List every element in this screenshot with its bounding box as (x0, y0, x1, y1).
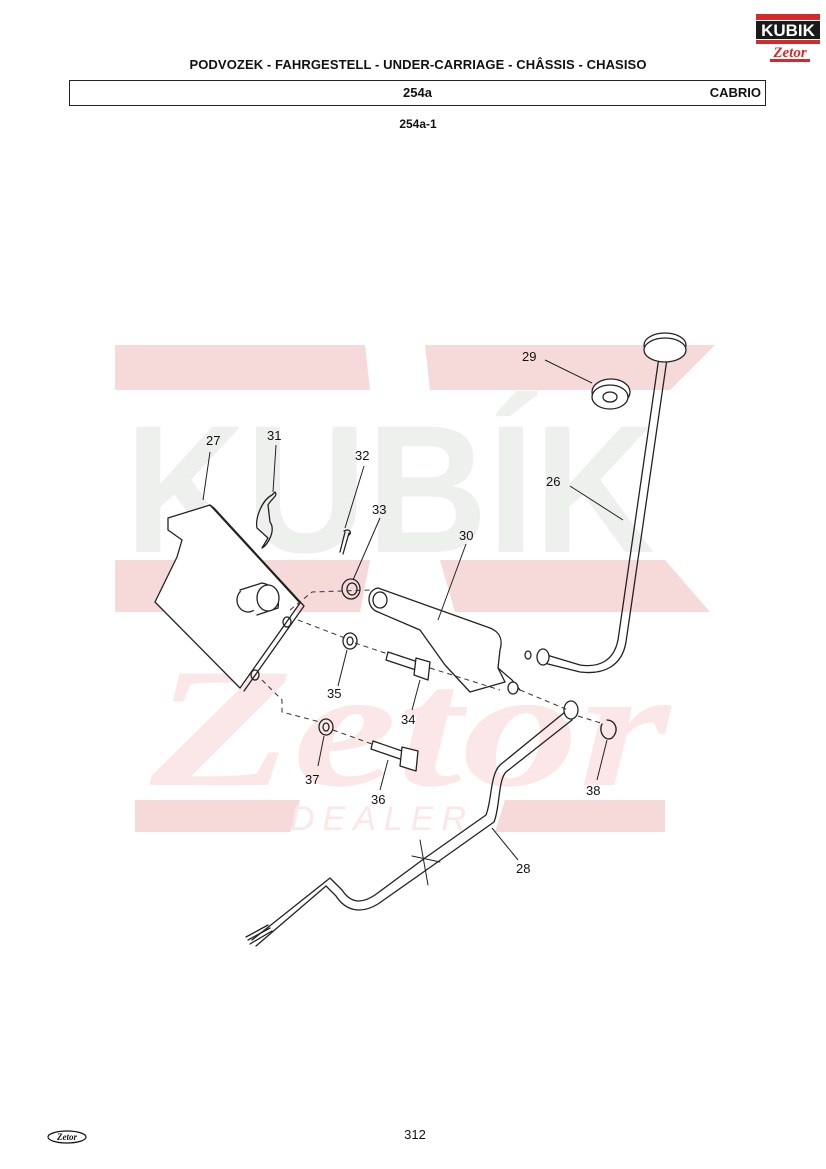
footer-zetor-logo: Zetor (47, 1130, 87, 1144)
callout-34: 34 (401, 712, 415, 727)
callout-33: 33 (372, 502, 386, 517)
callout-38: 38 (586, 783, 600, 798)
watermark-dealer-text: DEALER (290, 800, 474, 838)
circlip-part-38 (600, 719, 617, 740)
callout-26: 26 (546, 474, 560, 489)
subsection-code: 254a-1 (399, 117, 437, 131)
callout-32: 32 (355, 448, 369, 463)
callout-27: 27 (206, 433, 220, 448)
cotter-pin-part-32 (339, 529, 351, 555)
bolt-part-36 (370, 740, 406, 761)
logo-zetor-text: Zetor (772, 45, 806, 61)
section-header-box: 254a CABRIO (69, 80, 766, 106)
bolt-part-34 (385, 651, 419, 671)
logo-kubik-text: KUBIK (761, 21, 816, 40)
washer-part-33 (341, 578, 361, 600)
lever-arm-part-30 (368, 587, 506, 693)
variant-label: CABRIO (709, 85, 761, 100)
callout-29: 29 (522, 349, 536, 364)
pedal-rod-part-26 (539, 349, 669, 674)
page-title: PODVOZEK - FAHRGESTELL - UNDER-CARRIAGE … (189, 57, 647, 72)
callout-37: 37 (305, 772, 319, 787)
spring-clip-part-31 (256, 491, 277, 549)
callout-36: 36 (371, 792, 385, 807)
callout-30: 30 (459, 528, 473, 543)
connecting-rod-part-28 (251, 711, 573, 947)
bracket-plate-part-27 (154, 504, 301, 689)
footer-logo-text: Zetor (56, 1132, 77, 1142)
washer-part-37 (318, 718, 334, 736)
callout-28: 28 (516, 861, 530, 876)
section-code: 254a (403, 85, 432, 100)
page-number: 312 (404, 1127, 426, 1142)
washer-part-35 (342, 632, 358, 650)
callout-31: 31 (267, 428, 281, 443)
callout-35: 35 (327, 686, 341, 701)
kubik-zetor-logo: KUBIK Zetor (756, 14, 820, 62)
